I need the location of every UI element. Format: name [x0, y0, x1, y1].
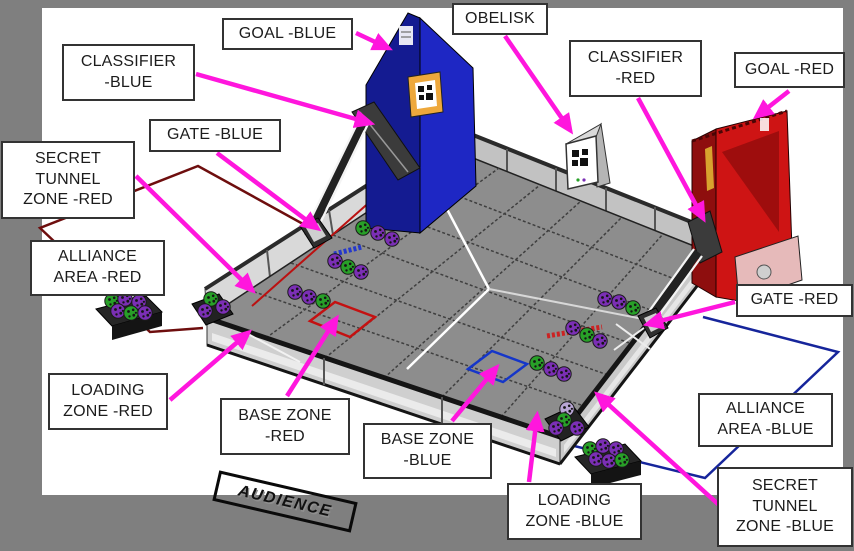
- arrow-gate-red: [642, 299, 736, 330]
- arrow-classifier-red: [636, 96, 706, 223]
- loading-tray-red: [95, 291, 163, 340]
- arrow-classifier-blue: [195, 71, 376, 128]
- arrow-secret-tunnel-zone-red: [134, 174, 256, 294]
- arrow-base-zone-blue: [450, 363, 500, 423]
- goal-red-logo: [760, 118, 769, 131]
- corner-platform-west: [191, 291, 234, 326]
- arrow-loading-zone-red: [168, 329, 253, 402]
- annotation-arrows: [134, 30, 791, 507]
- goal-blue-apriltag: [407, 71, 444, 118]
- goal-red-apriltag-edge: [705, 146, 714, 191]
- arrow-loading-zone-blue: [525, 410, 545, 483]
- goal-blue-structure: [299, 12, 477, 249]
- arrow-gate-blue: [215, 151, 322, 232]
- secret-tunnel-red-tape: [251, 191, 382, 307]
- goal-blue-logo: [399, 26, 413, 45]
- field-floor: [205, 151, 706, 438]
- obelisk-structure: [565, 122, 611, 190]
- alliance-area-red-boundary: [37, 164, 333, 334]
- arrow-obelisk: [503, 34, 574, 135]
- arrow-secret-tunnel-zone-blue: [594, 391, 721, 507]
- arrow-base-zone-red: [285, 314, 339, 398]
- arrow-goal-blue: [355, 30, 393, 51]
- base-zone-blue-outline: [465, 349, 530, 384]
- loading-tray-blue: [574, 438, 642, 488]
- base-zone-red-outline: [307, 300, 378, 339]
- tile-seams: [248, 167, 681, 418]
- arrow-goal-red: [752, 89, 791, 120]
- corner-platform-south: [544, 401, 590, 442]
